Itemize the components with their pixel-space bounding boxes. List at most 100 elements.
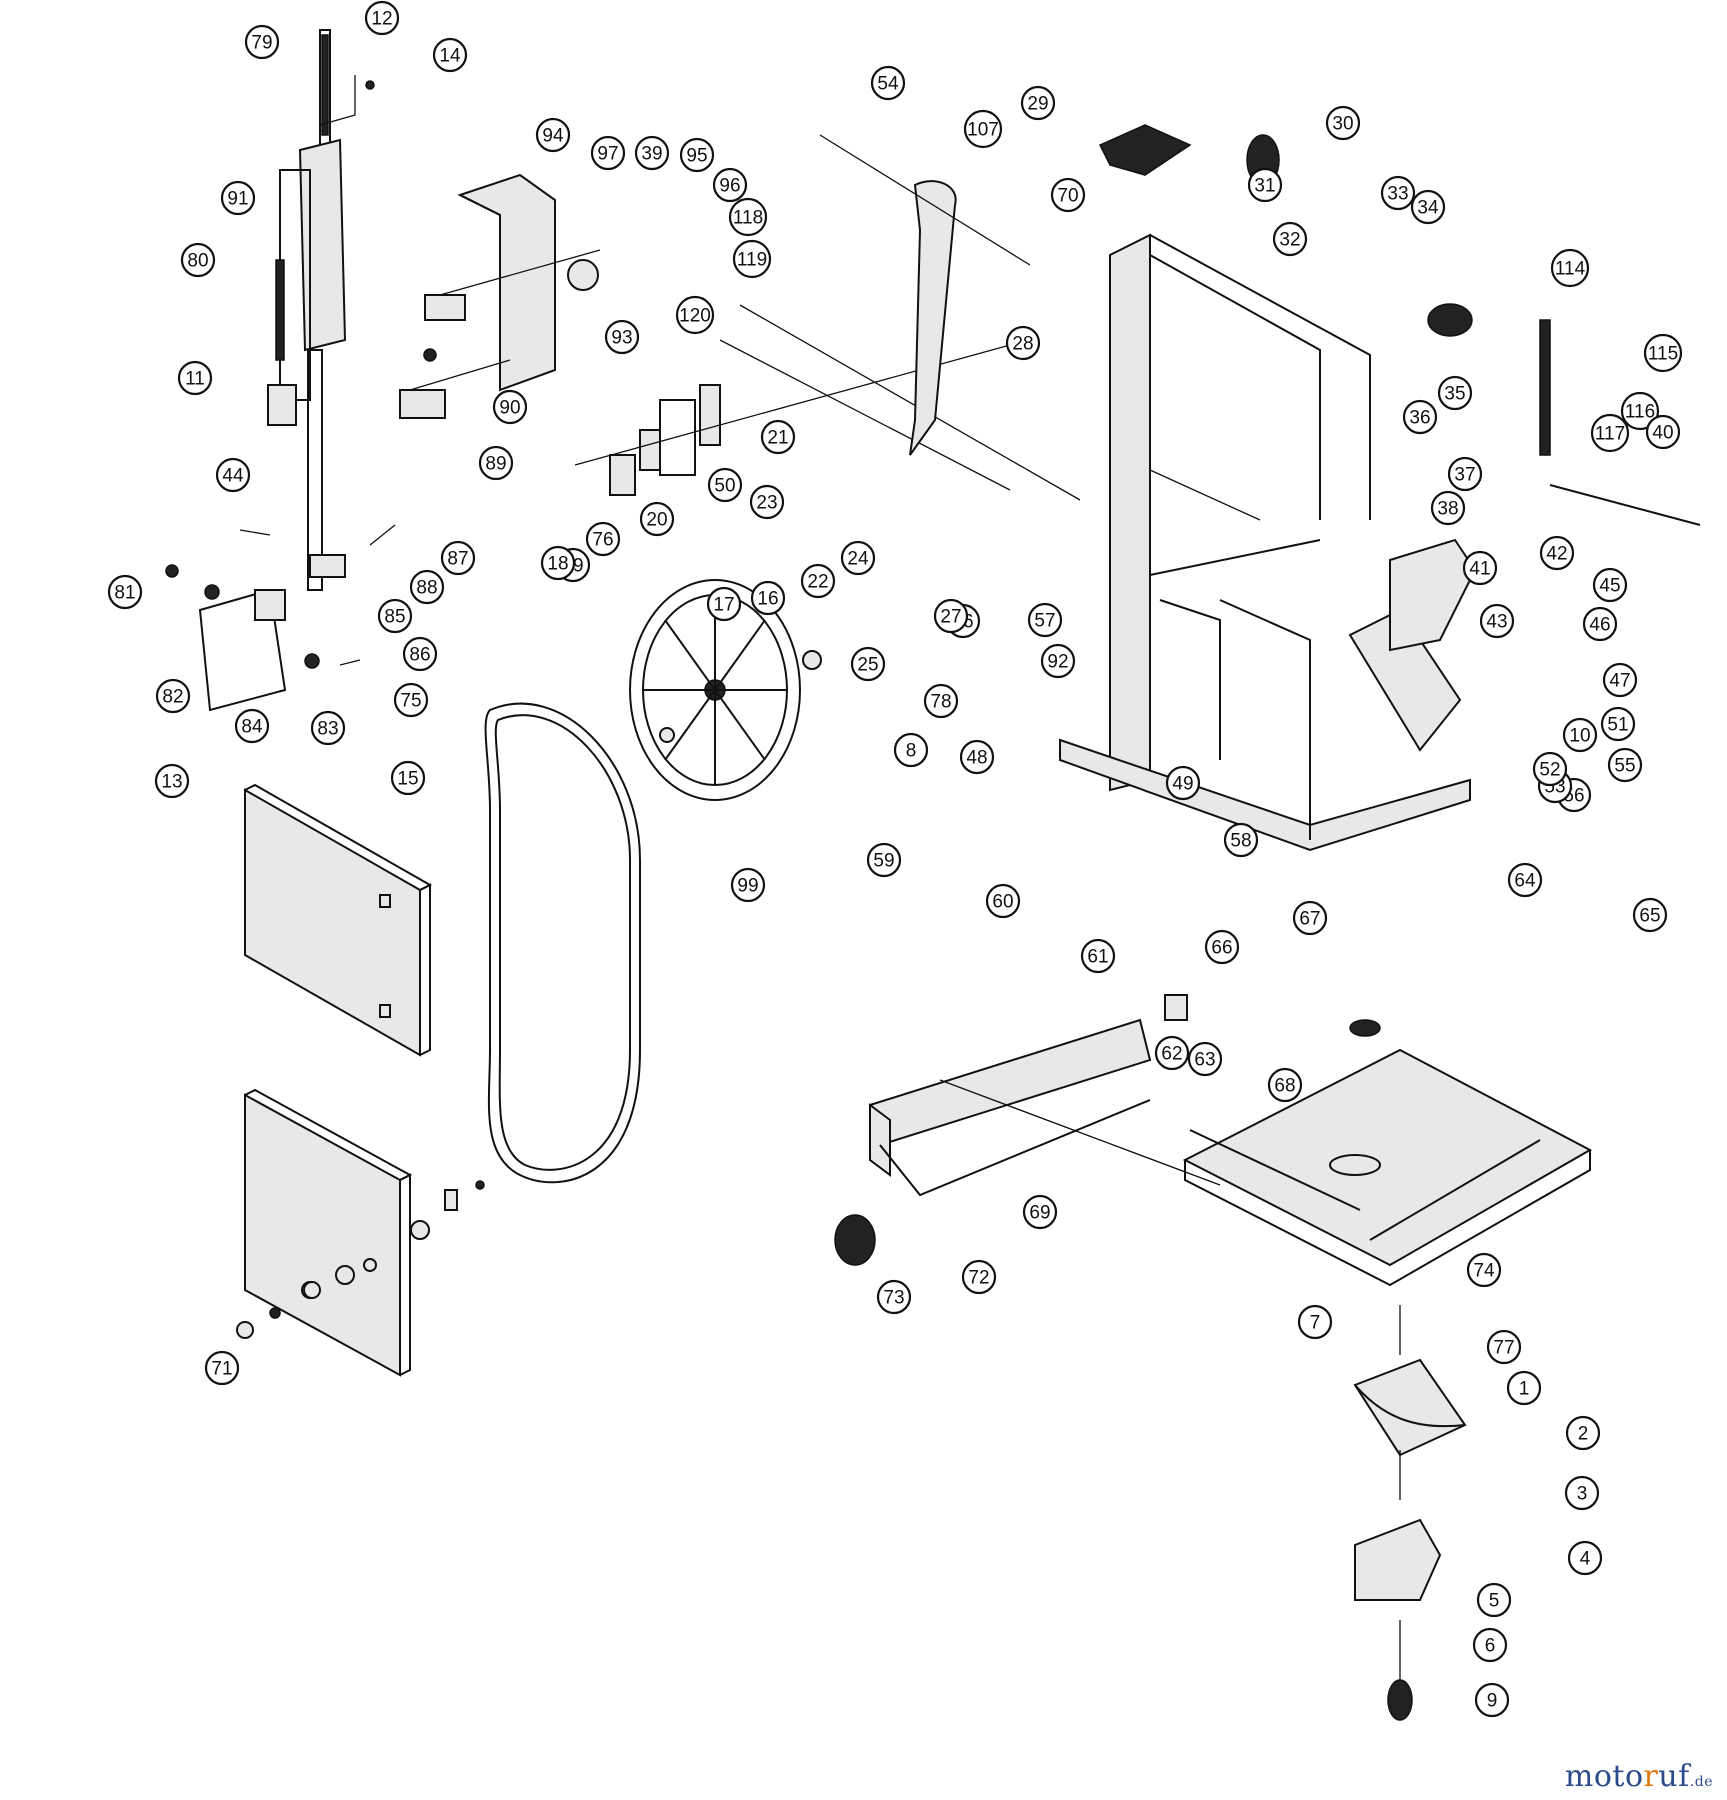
callout-label: 38 — [1437, 499, 1458, 520]
callout-72: 72 — [961, 1259, 997, 1295]
callout-34: 34 — [1410, 189, 1446, 225]
callout-90: 90 — [492, 389, 528, 425]
callout-circle — [933, 598, 969, 634]
brand-part-2: r — [1643, 1759, 1659, 1794]
callout-circle — [432, 37, 468, 73]
callout-label: 27 — [940, 607, 961, 628]
callout-circle — [215, 457, 251, 493]
callout-label: 1 — [1519, 1379, 1530, 1400]
main-frame — [1059, 233, 1701, 852]
callout-circle — [244, 24, 280, 60]
callout-circle — [604, 319, 640, 355]
callout-95: 95 — [679, 137, 715, 173]
callout-label: 59 — [873, 851, 894, 872]
callout-27: 27 — [933, 598, 969, 634]
callout-label: 43 — [1486, 612, 1507, 633]
callout-circle — [679, 137, 715, 173]
callout-circle — [1602, 662, 1638, 698]
callout-circle — [1632, 897, 1668, 933]
callout-label: 55 — [1614, 756, 1635, 777]
callout-label: 87 — [447, 549, 468, 570]
callout-label: 67 — [1299, 909, 1320, 930]
trunnion-assembly — [1353, 1305, 1467, 1721]
callout-circle — [1466, 1252, 1502, 1288]
callout-circle — [1247, 167, 1283, 203]
callout-label: 60 — [992, 892, 1013, 913]
callout-label: 96 — [719, 176, 740, 197]
callout-circle — [1050, 177, 1086, 213]
callout-circle — [540, 545, 576, 581]
callout-circle — [1020, 85, 1056, 121]
callout-81: 81 — [107, 574, 143, 610]
callout-label: 20 — [646, 510, 667, 531]
callout-circle — [728, 197, 768, 237]
callout-label: 75 — [400, 691, 421, 712]
callout-label: 31 — [1254, 176, 1275, 197]
callout-1: 1 — [1506, 1370, 1542, 1406]
callout-10: 10 — [1562, 717, 1598, 753]
callout-87: 87 — [440, 540, 476, 576]
callout-label: 88 — [416, 578, 437, 599]
callout-60: 60 — [985, 883, 1021, 919]
callout-18: 18 — [540, 545, 576, 581]
callout-circle — [732, 239, 772, 279]
guide-bearing-assembly — [574, 304, 1081, 501]
callout-14: 14 — [432, 37, 468, 73]
callout-label: 47 — [1609, 671, 1630, 692]
callout-circle — [154, 763, 190, 799]
callout-label: 81 — [114, 583, 135, 604]
callout-66: 66 — [1204, 929, 1240, 965]
callout-circle — [1486, 1329, 1522, 1365]
callout-circle — [1607, 747, 1643, 783]
lower-wheel — [629, 579, 822, 801]
callout-70: 70 — [1050, 177, 1086, 213]
callout-circle — [1027, 602, 1063, 638]
callout-label: 4 — [1580, 1549, 1591, 1570]
pulley-cover — [1389, 538, 1477, 652]
callout-label: 35 — [1444, 384, 1465, 405]
callout-45: 45 — [1592, 567, 1628, 603]
callout-label: 9 — [1487, 1691, 1498, 1712]
callout-116: 116 — [1620, 391, 1660, 431]
callout-label: 83 — [317, 719, 338, 740]
callout-65: 65 — [1632, 897, 1668, 933]
callout-circle — [1272, 221, 1308, 257]
work-table — [1182, 1019, 1593, 1287]
callout-55: 55 — [1607, 747, 1643, 783]
callout-label: 115 — [1648, 344, 1678, 365]
callout-label: 72 — [968, 1268, 989, 1289]
callout-label: 76 — [592, 530, 613, 551]
callout-label: 97 — [597, 144, 618, 165]
callout-circle — [1380, 175, 1416, 211]
callout-circle — [234, 708, 270, 744]
callout-circle — [1292, 900, 1328, 936]
callout-88: 88 — [409, 569, 445, 605]
callout-label: 23 — [756, 493, 777, 514]
callout-circle — [310, 710, 346, 746]
callout-label: 64 — [1514, 871, 1536, 892]
callout-33: 33 — [1380, 175, 1416, 211]
callout-label: 32 — [1279, 230, 1300, 251]
callout-label: 8 — [906, 741, 917, 762]
callout-76: 76 — [585, 521, 621, 557]
callout-circle — [1297, 1304, 1333, 1340]
callout-circle — [712, 167, 748, 203]
callout-85: 85 — [377, 598, 413, 634]
callout-label: 12 — [371, 9, 392, 30]
callout-52: 52 — [1532, 751, 1568, 787]
callout-label: 49 — [1172, 774, 1193, 795]
callout-label: 85 — [384, 607, 405, 628]
callout-label: 18 — [547, 554, 568, 575]
callout-circle — [1204, 929, 1240, 965]
lower-guide-block — [165, 524, 396, 712]
callout-circle — [840, 540, 876, 576]
callout-circle — [535, 117, 571, 153]
callout-label: 13 — [161, 772, 182, 793]
callout-label: 2 — [1578, 1424, 1589, 1445]
callout-label: 29 — [1027, 94, 1048, 115]
callout-50: 50 — [707, 467, 743, 503]
callout-circle — [393, 682, 429, 718]
callout-circle — [590, 135, 626, 171]
callout-78: 78 — [923, 683, 959, 719]
